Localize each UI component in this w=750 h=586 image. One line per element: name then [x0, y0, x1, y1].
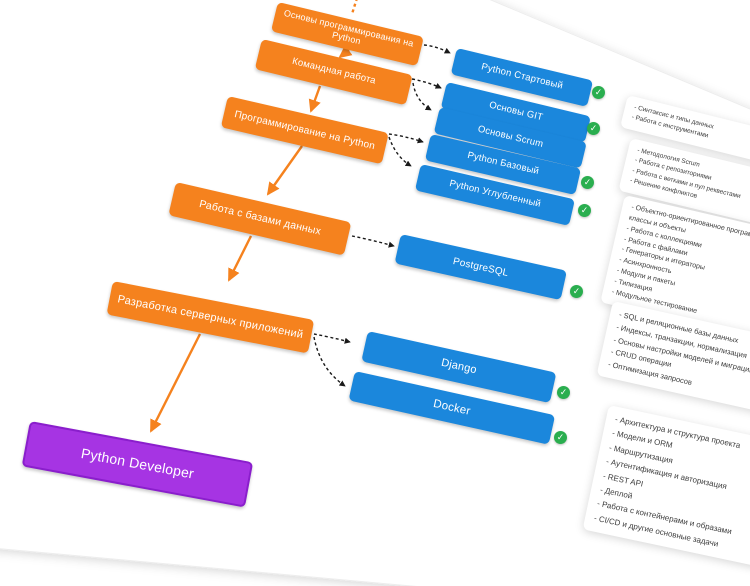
step-node-python-programming[interactable]: Программирование на Python [220, 96, 389, 165]
step-node-databases[interactable]: Работа с базами данных [168, 182, 352, 256]
step-node-backend-development[interactable]: Разработка серверных приложений [106, 281, 315, 354]
completed-check-icon [570, 285, 583, 298]
final-node-python-developer[interactable]: Python Developer [21, 421, 254, 508]
completed-check-icon [592, 86, 605, 99]
completed-check-icon [557, 386, 570, 399]
topic-card-django-docker: Архитектура и структура проектаМодели и … [582, 405, 750, 572]
completed-check-icon [554, 431, 567, 444]
topic-list: Архитектура и структура проектаМодели и … [593, 413, 750, 564]
course-node-postgresql[interactable]: PostgreSQL [394, 234, 567, 301]
completed-check-icon [587, 122, 600, 135]
completed-check-icon [578, 204, 591, 217]
completed-check-icon [581, 176, 594, 189]
dashed-entry-line [350, 0, 358, 15]
